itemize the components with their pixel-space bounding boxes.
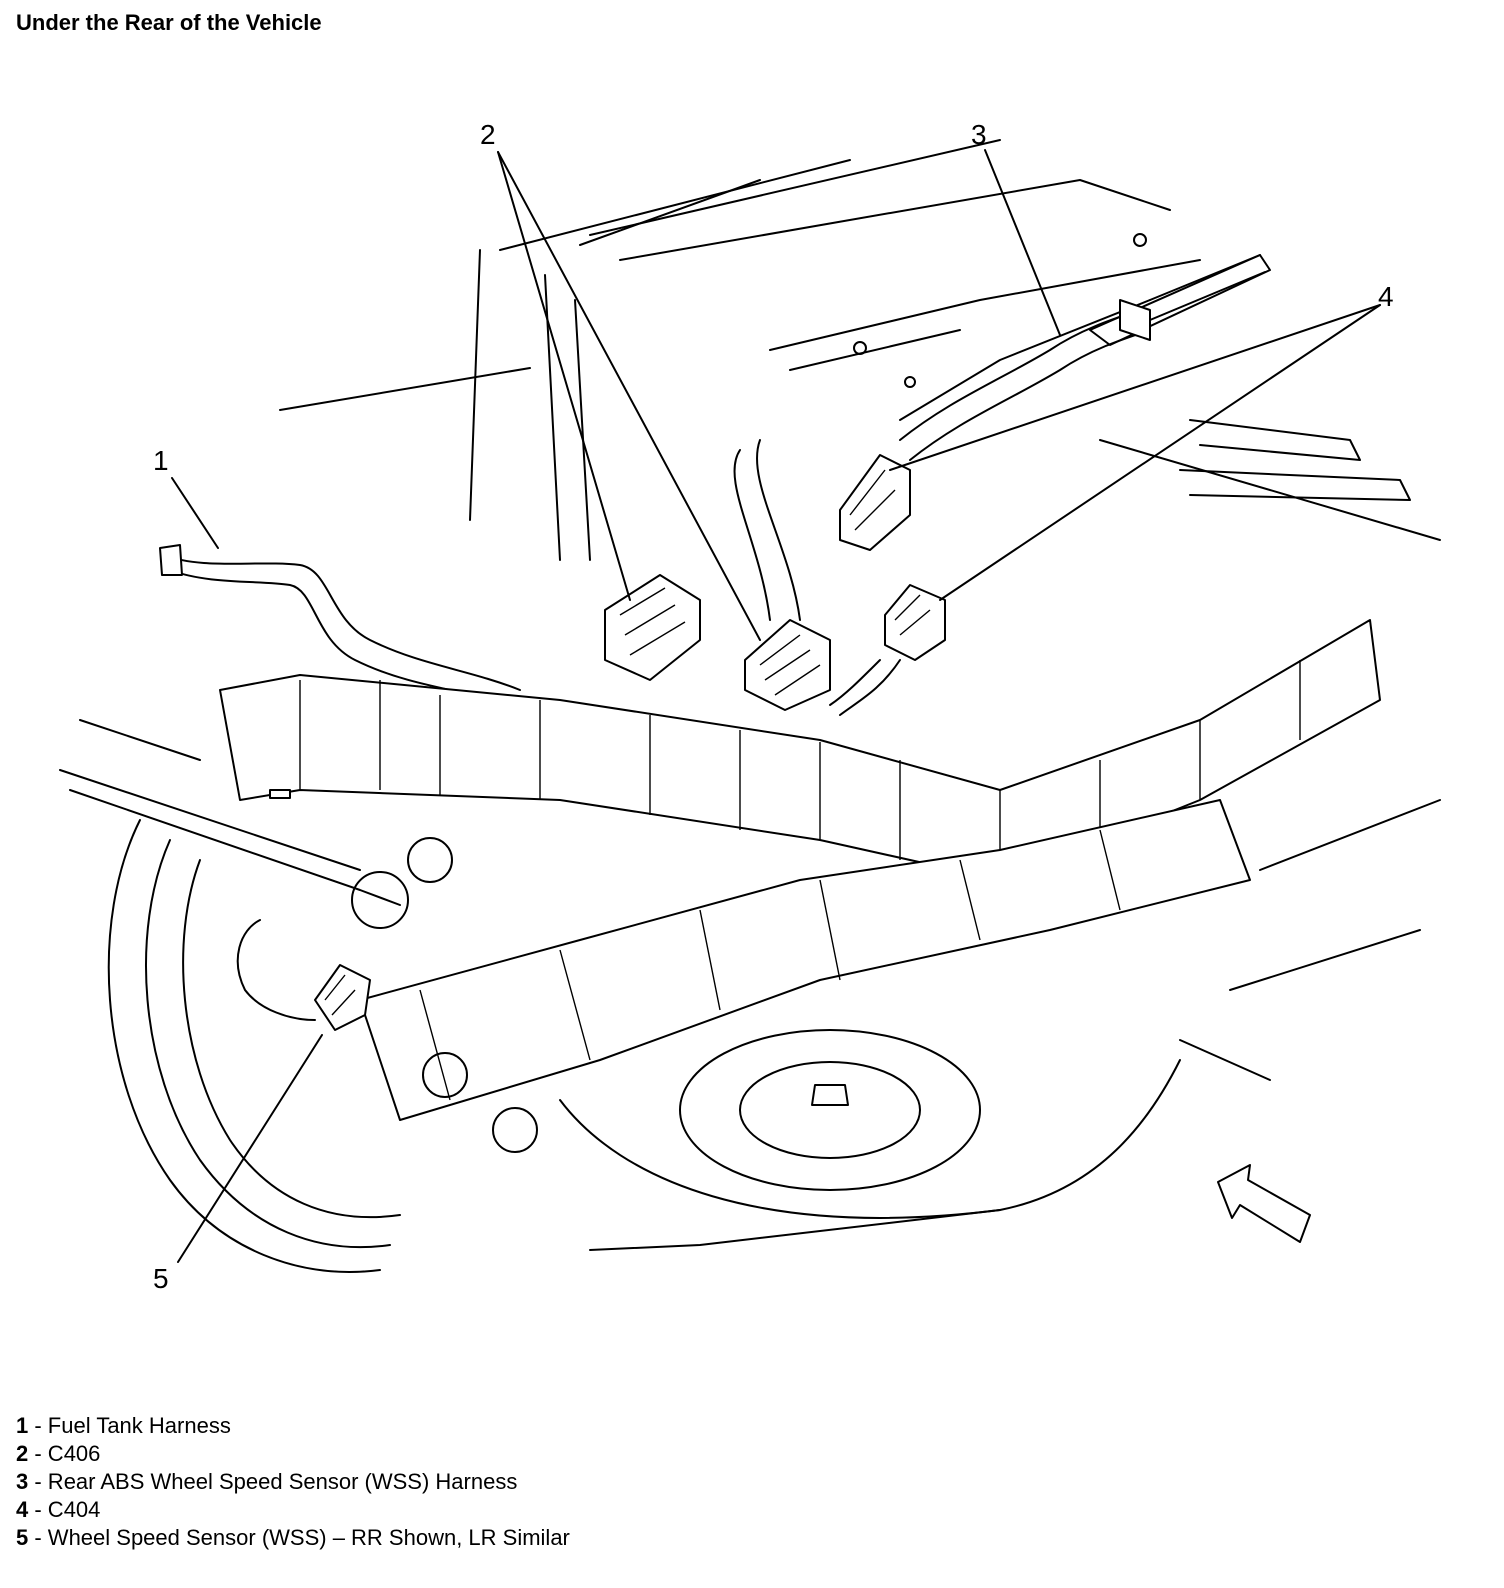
legend-text: - Fuel Tank Harness [28,1413,231,1438]
legend-item: 5 - Wheel Speed Sensor (WSS) – RR Shown,… [16,1524,570,1552]
rear-axle-and-arms [59,719,1251,1121]
callout-3: 3 [971,119,987,150]
legend-item: 3 - Rear ABS Wheel Speed Sensor (WSS) Ha… [16,1468,570,1496]
c406-connectors [604,439,831,711]
callout-5: 5 [153,1263,169,1294]
legend-text: - Rear ABS Wheel Speed Sensor (WSS) Harn… [28,1469,518,1494]
vehicle-front-arrow [1217,1164,1311,1243]
diagram-title: Under the Rear of the Vehicle [16,10,322,35]
legend-item: 1 - Fuel Tank Harness [16,1412,570,1440]
legend-text: - C404 [28,1497,101,1522]
callout-labels: 1 2 3 4 5 [153,119,1394,1294]
legend-number: 5 [16,1525,29,1550]
legend-item: 2 - C406 [16,1440,570,1468]
legend-item: 4 - C404 [16,1496,570,1524]
callout-leader-lines [171,149,1381,1263]
legend-text: - C406 [28,1441,101,1466]
c404-connectors [829,454,946,716]
legend-number: 3 [16,1469,29,1494]
rear-cross-member [219,619,1381,881]
wheel-speed-sensor [236,919,371,1031]
callout-4: 4 [1378,281,1394,312]
legend-number: 4 [16,1497,29,1522]
legend-text: - Wheel Speed Sensor (WSS) – RR Shown, L… [28,1525,570,1550]
spare-tire-well [559,799,1441,1251]
legend-number: 2 [16,1441,29,1466]
legend: 1 - Fuel Tank Harness 2 - C406 3 - Rear … [16,1412,570,1552]
rear-wheel [107,819,538,1273]
rear-abs-wss-harness [899,254,1266,461]
vehicle-underbody-illustration: 1 2 3 4 5 [59,119,1441,1294]
legend-number: 1 [16,1413,29,1438]
callout-2: 2 [480,119,496,150]
callout-1: 1 [153,445,169,476]
